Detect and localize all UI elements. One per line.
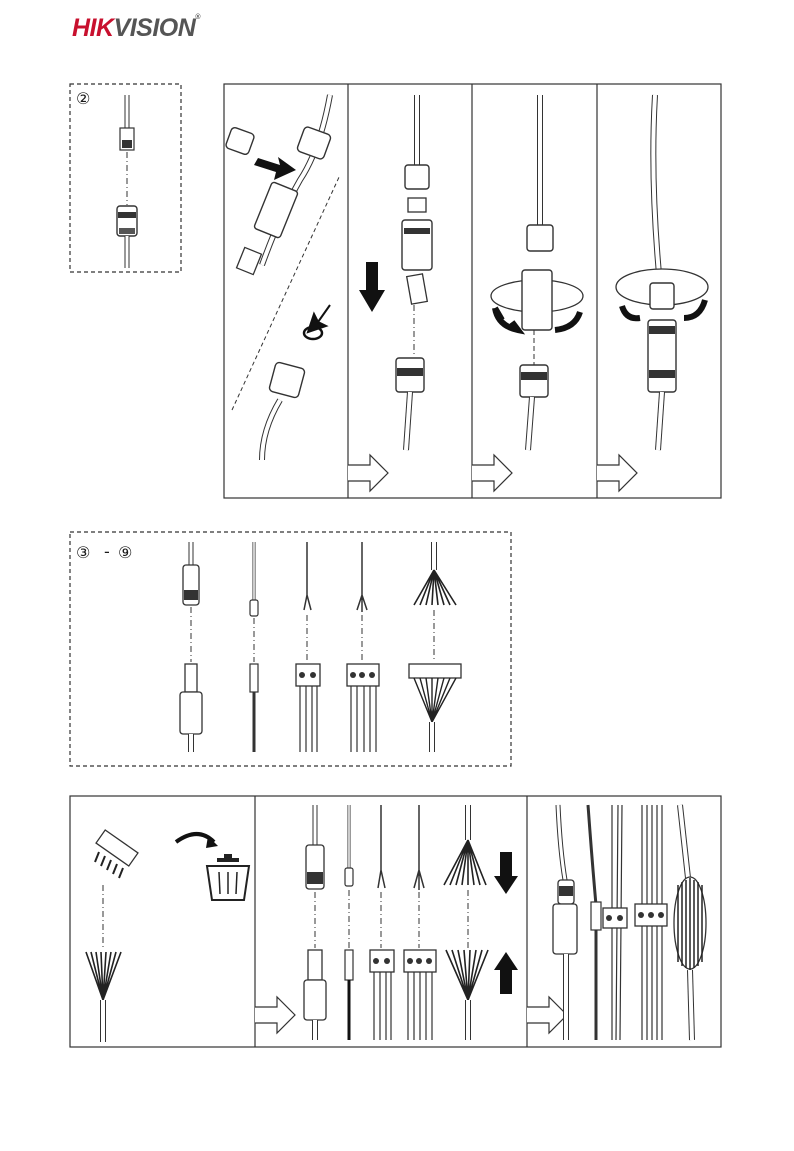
rotate-arrow-icon bbox=[622, 306, 640, 318]
o-ring-arrow-icon bbox=[308, 305, 330, 332]
seal-cap bbox=[225, 127, 255, 156]
two-wire-connector-pair bbox=[296, 542, 320, 752]
power-connector-pair bbox=[250, 542, 258, 752]
next-step-arrow-icon bbox=[255, 997, 295, 1033]
trash-icon bbox=[207, 854, 249, 900]
step-range-separator: - bbox=[104, 542, 110, 561]
sub-step-connect-pairs bbox=[304, 805, 518, 1040]
next-step-arrow-icon bbox=[597, 455, 637, 491]
step-3-label: ③ bbox=[76, 543, 90, 562]
insert-arrow-icon bbox=[254, 157, 296, 180]
next-step-arrow-icon bbox=[527, 997, 567, 1033]
sub-step-final-assembly bbox=[553, 805, 706, 1040]
step-3-9-panel: ③ - ⑨ bbox=[70, 532, 511, 766]
four-wire-connector-pair bbox=[347, 542, 379, 752]
down-arrow-icon bbox=[494, 852, 518, 894]
step-2-panel: ② bbox=[70, 84, 181, 272]
next-step-arrow-icon bbox=[472, 455, 512, 491]
step-9-label: ⑨ bbox=[118, 543, 132, 562]
sub-step-discard-connector bbox=[86, 830, 249, 1042]
rotate-arrow-icon bbox=[495, 308, 518, 330]
sub-step-insert-seal bbox=[225, 95, 340, 460]
step-2-label: ② bbox=[76, 89, 90, 108]
bottom-assembly-panel bbox=[70, 796, 721, 1047]
up-arrow-icon bbox=[494, 952, 518, 994]
next-step-arrow-icon bbox=[348, 455, 388, 491]
multi-wire-connector-pair bbox=[409, 542, 461, 752]
bnc-connector-pair bbox=[180, 542, 202, 752]
sub-step-connect-plug bbox=[359, 95, 432, 450]
sub-step-tighten-nut bbox=[491, 95, 583, 450]
sub-step-locked bbox=[616, 95, 708, 450]
down-arrow-icon bbox=[359, 262, 385, 312]
waterproof-assembly-panel bbox=[224, 84, 721, 498]
